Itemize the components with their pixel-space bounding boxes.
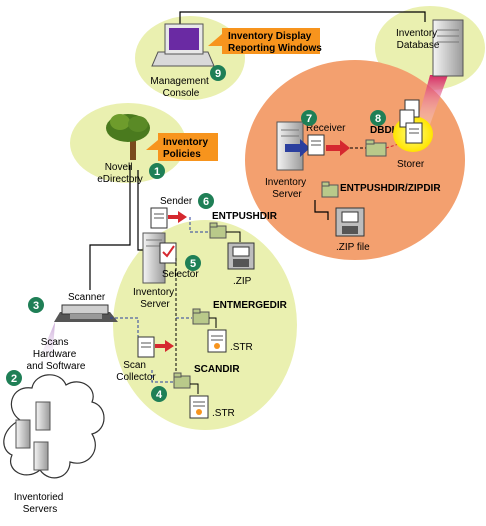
- inventory-server-left-label: Inventory Server: [133, 287, 177, 310]
- scandir-to-str-line: [190, 383, 199, 394]
- selector-server-icon: [142, 232, 177, 284]
- step-badge-6: 6: [198, 193, 214, 209]
- receiver-label: Receiver: [306, 123, 346, 134]
- scandir-label: SCANDIR: [194, 364, 240, 375]
- tree-icon: [106, 114, 150, 160]
- receiver-document-icon: [307, 134, 325, 156]
- inventory-policies-callout: Inventory Policies: [146, 133, 218, 161]
- svg-text:3: 3: [33, 300, 39, 312]
- dbdir-label: DBDIR: [370, 125, 402, 136]
- sender-document-icon: [150, 207, 168, 229]
- str-file-2-icon: [189, 395, 209, 419]
- step-badge-4: 4: [151, 386, 167, 402]
- selector-label: Selector: [162, 269, 199, 280]
- zip-file-left-icon: [227, 242, 255, 270]
- svg-text:7: 7: [306, 113, 312, 125]
- scanner-icon: [54, 304, 118, 322]
- cloud-shape: [3, 374, 105, 479]
- svg-text:9: 9: [215, 68, 221, 80]
- storer-label: Storer: [397, 159, 425, 170]
- scan-collector-document-icon: [137, 336, 155, 358]
- zip-file-label: .ZIP file: [336, 242, 370, 253]
- entmergedir-to-str-line: [209, 317, 217, 328]
- entpushdir-zipdir-label: ENTPUSHDIR/ZIPDIR: [340, 183, 441, 194]
- database-beam: [415, 75, 448, 130]
- sender-red-arrow-icon: [168, 211, 187, 223]
- scans-hw-sw-label: Scans Hardware and Software: [27, 337, 86, 372]
- receiver-red-arrow-icon: [326, 140, 350, 156]
- svg-text:8: 8: [375, 113, 381, 125]
- step-badge-5: 5: [185, 255, 201, 271]
- management-console-icon: [151, 23, 215, 67]
- inventory-database-label: Inventory Database: [396, 28, 440, 51]
- svg-text:Inventory Display Report: Inventory Display Reporting Windows: [228, 31, 322, 54]
- inventory-database-icon: [432, 19, 464, 77]
- zip-label: .ZIP: [233, 276, 252, 287]
- entpushdir-to-zip-line: [226, 231, 241, 242]
- svg-text:2: 2: [11, 373, 17, 385]
- entpushdir-zipdir-folder-icon: [321, 181, 339, 198]
- scan-collector-label: Scan Collector: [116, 360, 156, 383]
- inventory-display-callout: Inventory Display Reporting Windows: [208, 28, 322, 54]
- step-badge-7: 7: [301, 110, 317, 126]
- storer-document-icon: [399, 99, 423, 144]
- step-badge-2: 2: [6, 370, 22, 386]
- svg-text:1: 1: [154, 166, 160, 178]
- str-1-label: .STR: [230, 342, 253, 353]
- scanner-label: Scanner: [68, 292, 106, 303]
- str-file-1-icon: [207, 329, 227, 353]
- collector-to-scandir-line: [151, 370, 174, 383]
- novell-edirectory-label: Novell eDirectory: [97, 162, 143, 185]
- step-badge-8: 8: [370, 110, 386, 126]
- step-badge-1: 1: [149, 163, 165, 179]
- step-badge-9: 9: [210, 65, 226, 81]
- entmergedir-label: ENTMERGEDIR: [213, 300, 288, 311]
- management-console-label: Management Console: [150, 76, 211, 99]
- svg-text:5: 5: [190, 258, 196, 270]
- scandir-folder-icon: [173, 372, 191, 389]
- step-badges: 1 2 3 4 5 6 7 8 9: [6, 65, 386, 402]
- inventory-server-right-label: Inventory Server: [265, 177, 309, 200]
- inventoried-server-icons: [15, 401, 51, 471]
- entpushdir-label: ENTPUSHDIR: [212, 211, 278, 222]
- scan-collector-red-arrow-icon: [155, 340, 174, 352]
- svg-text:6: 6: [203, 196, 209, 208]
- svg-text:Inventory Policies: Inventory Policies: [163, 137, 211, 160]
- svg-text:4: 4: [156, 389, 163, 401]
- zip-file-right-icon: [335, 207, 365, 237]
- scanner-to-collector-line: [110, 317, 139, 340]
- scan-beam: [38, 322, 55, 364]
- sender-to-entpushdir-line: [189, 217, 210, 233]
- dbdir-folder-icon: [365, 139, 387, 157]
- inventoried-servers-label: Inventoried Servers: [14, 492, 66, 515]
- str-2-label: .STR: [212, 408, 235, 419]
- sender-label: Sender: [160, 196, 193, 207]
- step-badge-3: 3: [28, 297, 44, 313]
- blue-arrow-icon: [285, 139, 310, 157]
